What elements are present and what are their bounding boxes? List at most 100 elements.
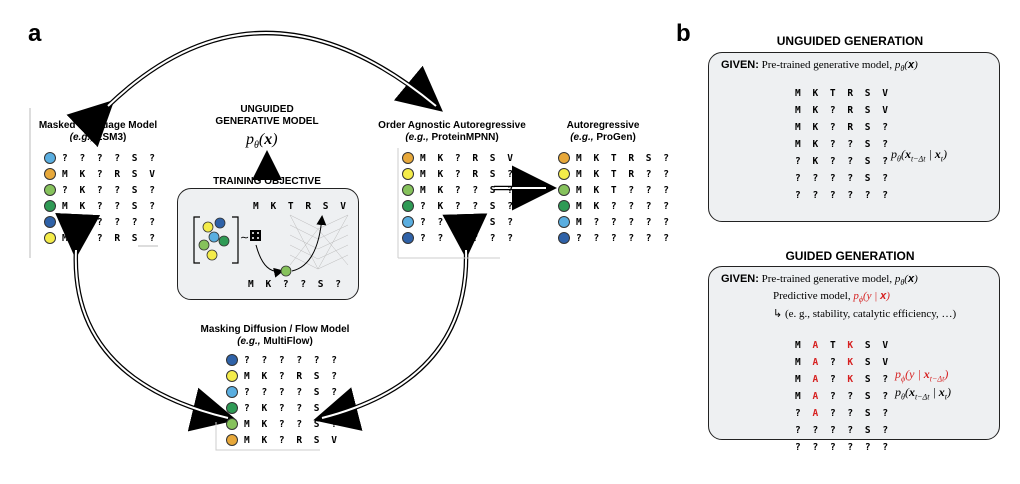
mlm-sequence: M K ? R S ? bbox=[62, 232, 158, 244]
mlm-state-dot bbox=[44, 232, 56, 244]
oaar-example-prefix: (e.g., bbox=[405, 132, 429, 143]
oaar-state-dot bbox=[402, 184, 414, 196]
guided-residue: S bbox=[864, 357, 874, 368]
mdf-title-text: Masking Diffusion / Flow Model bbox=[200, 324, 350, 335]
unguided-given-label: GIVEN: bbox=[721, 59, 759, 71]
mlm-state-dot bbox=[44, 184, 56, 196]
mlm-row: M K ? R S ? bbox=[44, 230, 158, 246]
mlm-state-dot bbox=[44, 200, 56, 212]
mdf-row: M K ? R S ? bbox=[226, 368, 340, 384]
guided-residue: ? bbox=[829, 442, 839, 453]
guided-predictive-step-formula: pϕ(y | xt−Δt) bbox=[895, 367, 949, 384]
guided-given: GIVEN: Pre-trained generative model, pθ(… bbox=[721, 273, 918, 287]
mdf-sequence: M K ? R S V bbox=[244, 434, 340, 446]
mlm-example-name: ESM3) bbox=[95, 132, 127, 143]
oaar-example-name: ProteinMPNN) bbox=[431, 132, 499, 143]
mlm-row: M K ? R S V bbox=[44, 166, 158, 182]
oaar-sequence: ? ? ? ? S ? bbox=[420, 216, 516, 228]
guided-residue bbox=[821, 357, 830, 368]
mdf-sequence: ? ? ? ? ? ? bbox=[244, 354, 340, 366]
unguided-sequence-row: M K ? R S ? bbox=[795, 122, 891, 133]
guided-sequence-row: ? A ? ? S ? bbox=[795, 405, 891, 422]
oaar-sequence: M K ? ? S ? bbox=[420, 184, 516, 196]
mlm-example: (e.g., ESM3) bbox=[18, 132, 178, 144]
guided-residue bbox=[821, 374, 830, 385]
oaar-row: M K ? R S V bbox=[402, 150, 516, 166]
guided-residue bbox=[821, 340, 830, 351]
guided-residue: ? bbox=[847, 391, 857, 402]
guided-predictive: Predictive model, pϕ(y | x) bbox=[773, 290, 890, 304]
guided-residue: ? bbox=[829, 357, 839, 368]
guided-given-formula: pθ(x) bbox=[894, 273, 918, 288]
guided-predictive-text: Predictive model, bbox=[773, 290, 851, 302]
guided-residue: S bbox=[864, 391, 874, 402]
oaar-row: M K ? R S ? bbox=[402, 166, 516, 182]
mdf-sequence: ? K ? ? S ? bbox=[244, 402, 340, 414]
guided-residue: ? bbox=[829, 391, 839, 402]
ar-title-text: Autoregressive bbox=[566, 120, 640, 131]
training-top-sequence: M K T R S V bbox=[253, 201, 349, 212]
oaar-state-dot bbox=[402, 168, 414, 180]
mlm-state-dot bbox=[44, 216, 56, 228]
ar-state-dot bbox=[558, 216, 570, 228]
panel-a-label: a bbox=[28, 20, 42, 47]
guided-residue: ? bbox=[795, 408, 804, 419]
guided-example-text: (e. g., stability, catalytic efficiency,… bbox=[784, 308, 957, 320]
mlm-row: ? ? ? ? S ? bbox=[44, 150, 158, 166]
mdf-sequence: ? ? ? ? S ? bbox=[244, 386, 340, 398]
guided-given-text: Pre-trained generative model, bbox=[761, 273, 893, 285]
mlm-state-dot bbox=[44, 168, 56, 180]
mlm-row: M K ? ? S ? bbox=[44, 198, 158, 214]
guided-residue bbox=[856, 442, 865, 453]
ar-example-name: ProGen) bbox=[596, 132, 636, 143]
ar-state-dot bbox=[558, 200, 570, 212]
oaar-title: Order Agnostic Autoregressive (e.g., Pro… bbox=[362, 120, 542, 144]
unguided-given-formula: pθ(x) bbox=[894, 59, 918, 74]
unguided-box: GIVEN: Pre-trained generative model, pθ(… bbox=[708, 52, 1000, 222]
guided-residue: A bbox=[812, 340, 822, 351]
oaar-row: ? K ? ? S ? bbox=[402, 198, 516, 214]
guided-residue: ? bbox=[847, 425, 857, 436]
oaar-state-dot bbox=[402, 216, 414, 228]
guided-sequence-row: M A ? ? S ? bbox=[795, 388, 891, 405]
ar-title: Autoregressive (e.g., ProGen) bbox=[548, 120, 658, 144]
guided-residue bbox=[821, 408, 830, 419]
mdf-example-prefix: (e.g., bbox=[237, 336, 261, 347]
ar-row: M K T R ? ? bbox=[558, 166, 672, 182]
guided-sequence-row: M A ? K S ? bbox=[795, 371, 891, 388]
oaar-state-dot bbox=[402, 152, 414, 164]
unguided-given-text: Pre-trained generative model, bbox=[761, 59, 893, 71]
guided-sequence-row: ? ? ? ? ? ? bbox=[795, 439, 891, 456]
ar-sequence: M K T R S ? bbox=[576, 152, 672, 164]
mdf-state-dot bbox=[226, 418, 238, 430]
mlm-sequence: ? ? ? ? ? ? bbox=[62, 216, 158, 228]
unguided-heading: UNGUIDED GENERATION bbox=[776, 34, 924, 48]
oaar-state-dot bbox=[402, 200, 414, 212]
guided-sequence-row: ? ? ? ? S ? bbox=[795, 422, 891, 439]
ar-row: M K ? ? ? ? bbox=[558, 198, 672, 214]
guided-residue bbox=[821, 391, 830, 402]
unguided-model-title-line2: GENERATIVE MODEL bbox=[215, 116, 319, 127]
unguided-sequence-row: ? ? ? ? S ? bbox=[795, 173, 891, 184]
guided-residue: ? bbox=[829, 374, 839, 385]
unguided-sequence-row: M K ? R S V bbox=[795, 105, 891, 116]
guided-residue: A bbox=[812, 391, 822, 402]
guided-residue: ? bbox=[795, 442, 804, 453]
mdf-sequence-list: ? ? ? ? ? ? M K ? R S ? ? ? ? ? S ? ? K ? ?… bbox=[226, 352, 340, 448]
ar-sequence: M K T ? ? ? bbox=[576, 184, 672, 196]
guided-residue bbox=[856, 391, 865, 402]
guided-residue: ? bbox=[829, 408, 839, 419]
mlm-title: Masked Language Model (e.g., ESM3) bbox=[18, 120, 178, 144]
guided-residue: ? bbox=[882, 391, 892, 402]
ar-row: M ? ? ? ? ? bbox=[558, 214, 672, 230]
ar-state-dot bbox=[558, 232, 570, 244]
mdf-example: (e.g., MultiFlow) bbox=[180, 336, 370, 348]
guided-residue: S bbox=[864, 425, 874, 436]
training-bottom-sequence: M K ? ? S ? bbox=[248, 279, 344, 290]
mlm-row: ? ? ? ? ? ? bbox=[44, 214, 158, 230]
guided-sequence-row: M A ? K S V bbox=[795, 354, 891, 371]
guided-residue: ? bbox=[795, 425, 804, 436]
oaar-row: ? ? ? ? S ? bbox=[402, 214, 516, 230]
ar-sequence-list: M K T R S ? M K T R ? ? M K T ? ? ? M K ? ?… bbox=[558, 150, 672, 246]
guided-residue: ? bbox=[882, 425, 892, 436]
